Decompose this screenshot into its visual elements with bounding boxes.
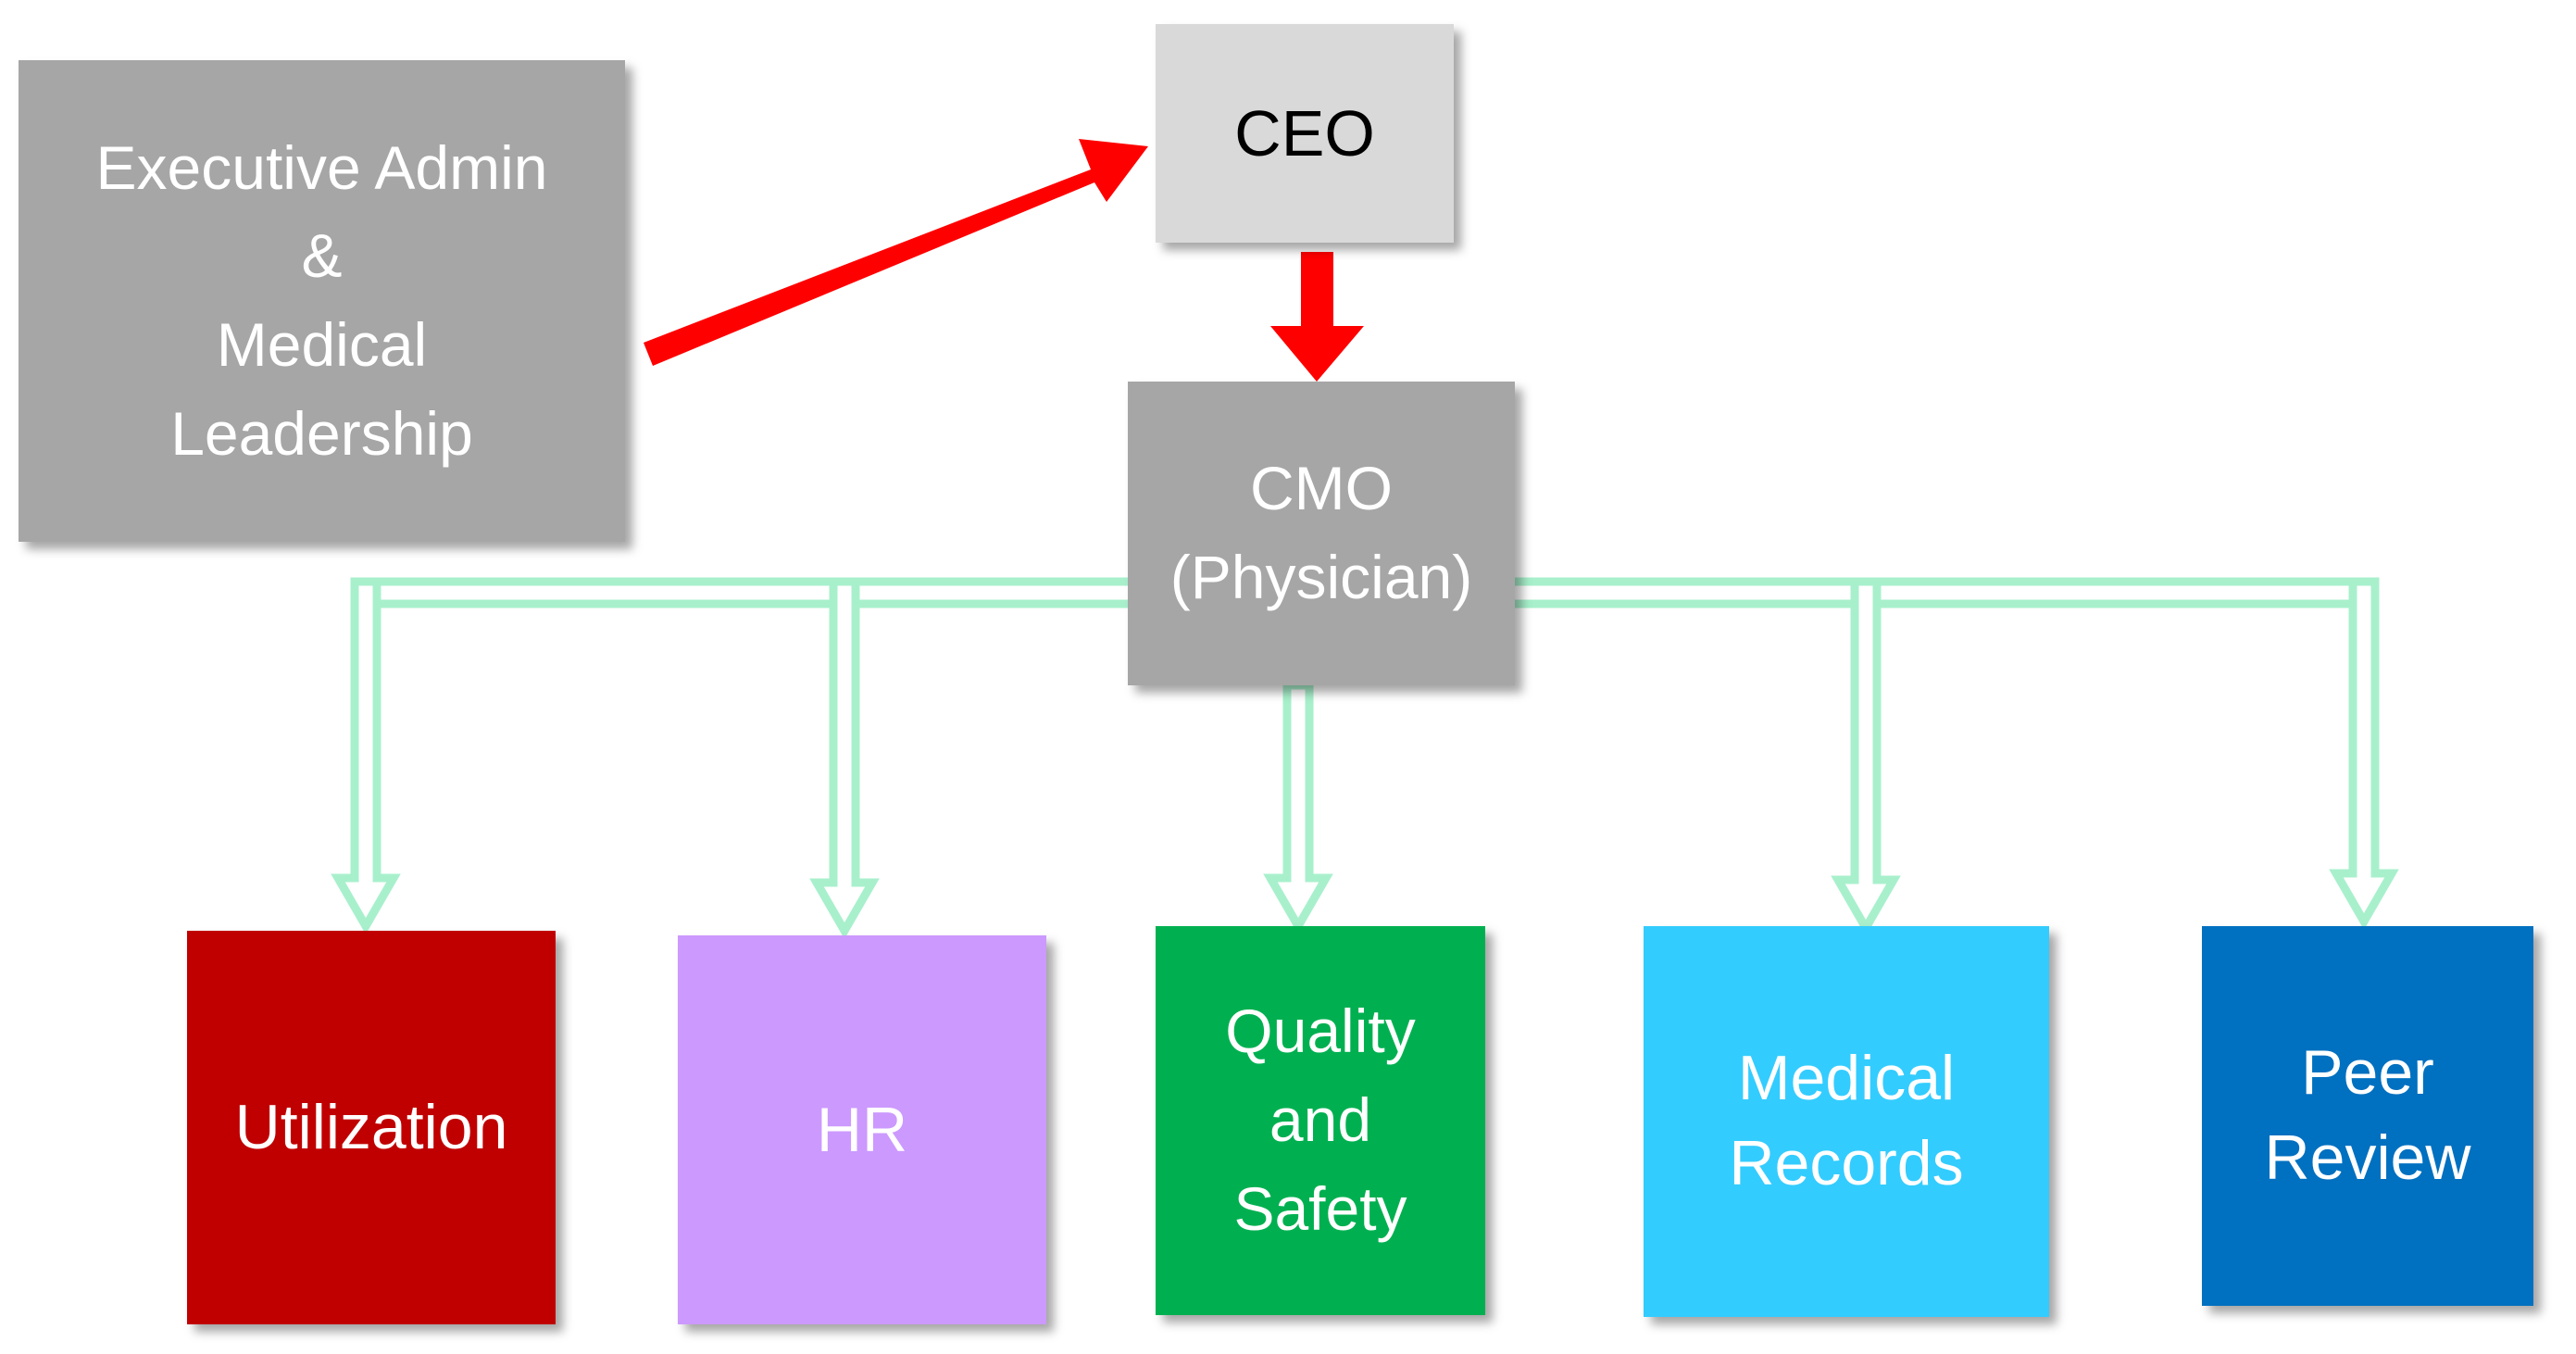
hr-label: HR bbox=[816, 1094, 908, 1165]
qs-line-3: Safety bbox=[1233, 1173, 1407, 1243]
medical-records-label: Medical Records bbox=[1729, 1036, 1963, 1207]
mr-line-1: Medical bbox=[1737, 1043, 1956, 1114]
connector-to-medical-records bbox=[1831, 577, 1901, 937]
quality-and-safety-box: Quality and Safety bbox=[1156, 926, 1485, 1315]
ceo-label: CEO bbox=[1234, 96, 1375, 169]
medical-records-box: Medical Records bbox=[1644, 926, 2049, 1317]
bus-right-line bbox=[1505, 577, 2380, 608]
qs-line-1: Quality bbox=[1225, 997, 1416, 1066]
cmo-box: CMO (Physician) bbox=[1128, 382, 1515, 685]
connector-to-hr-joint bbox=[837, 585, 852, 608]
executive-admin-medical-leadership-box: Executive Admin & Medical Leadership bbox=[19, 60, 625, 542]
executive-admin-label: Executive Admin & Medical Leadership bbox=[96, 124, 548, 479]
exec-line-4: Leadership bbox=[170, 398, 473, 468]
connector-to-hr bbox=[809, 577, 880, 940]
cmo-line-2: (Physician) bbox=[1169, 543, 1473, 611]
connector-to-peer-review bbox=[2329, 577, 2399, 931]
bus-left-line bbox=[350, 577, 1139, 608]
exec-line-1: Executive Admin bbox=[95, 132, 548, 202]
ceo-to-cmo-arrow bbox=[1270, 252, 1364, 382]
quality-and-safety-label: Quality and Safety bbox=[1225, 987, 1415, 1253]
connector-to-utilization-joint bbox=[358, 585, 373, 608]
utilization-box: Utilization bbox=[187, 931, 556, 1324]
hr-box: HR bbox=[678, 935, 1046, 1324]
ceo-box: CEO bbox=[1156, 24, 1454, 243]
qs-line-2: and bbox=[1269, 1085, 1372, 1155]
mr-line-2: Records bbox=[1729, 1128, 1964, 1198]
exec-line-2: & bbox=[301, 221, 343, 291]
cmo-label: CMO (Physician) bbox=[1170, 445, 1472, 621]
connector-to-quality-and-safety bbox=[1263, 681, 1333, 935]
pr-line-1: Peer bbox=[2301, 1037, 2434, 1109]
pr-line-2: Review bbox=[2264, 1122, 2471, 1193]
peer-review-label: Peer Review bbox=[2265, 1031, 2471, 1201]
peer-review-box: Peer Review bbox=[2202, 926, 2533, 1306]
utilization-label: Utilization bbox=[234, 1092, 508, 1163]
exec-line-3: Medical bbox=[216, 310, 428, 379]
connector-to-medical-records-joint bbox=[1858, 585, 1873, 608]
cmo-line-1: CMO bbox=[1250, 454, 1393, 523]
connector-to-peer-review-joint bbox=[2357, 585, 2371, 608]
green-connector-group bbox=[331, 577, 2399, 940]
connector-to-utilization bbox=[331, 577, 401, 935]
exec-to-ceo-arrow bbox=[644, 139, 1148, 366]
